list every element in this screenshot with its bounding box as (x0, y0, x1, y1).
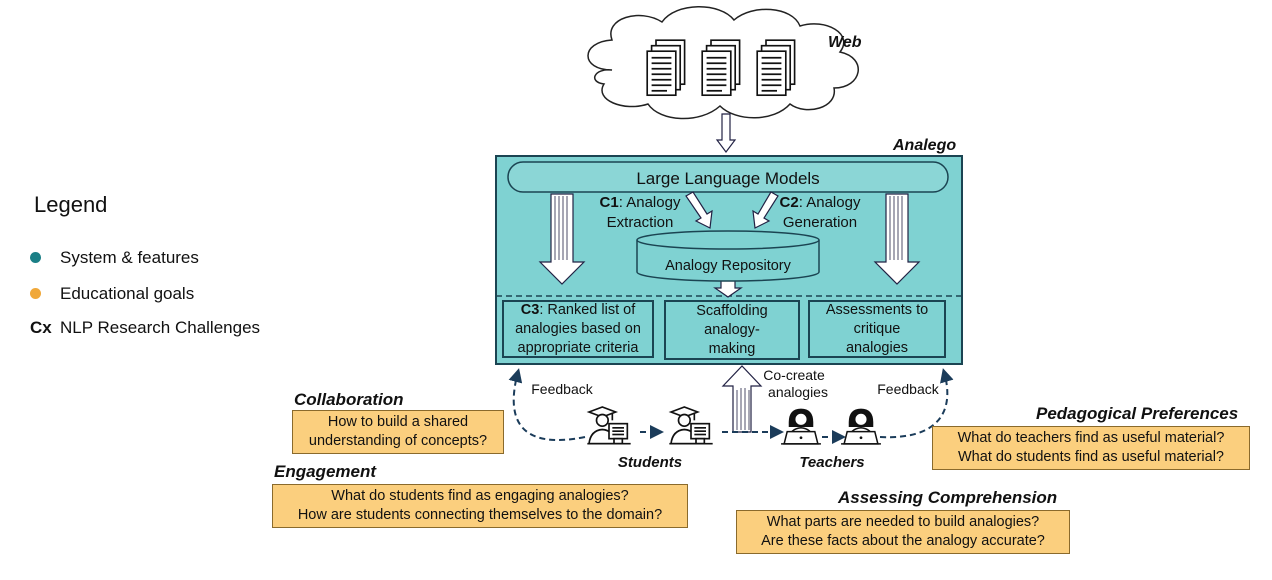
cocreate-line2: analogies (768, 384, 828, 400)
feature-line: appropriate criteria (517, 339, 639, 356)
feedback-left-label: Feedback (531, 381, 593, 397)
feature-box-scaffolding: Scaffolding analogy- making (664, 300, 800, 360)
llm-box (507, 161, 949, 193)
c2-code: C2 (780, 194, 799, 211)
cocreate-line1: Co-create (763, 367, 825, 383)
generation-arrow (752, 191, 779, 229)
legend-item-goals: Educational goals (30, 284, 194, 304)
feature-box-assessments-text: Assessments to critique analogies (826, 301, 928, 358)
database-icon (636, 230, 820, 282)
legend-title: Legend (34, 192, 108, 217)
graduate-student-icon (586, 406, 632, 445)
goal-line: What parts are needed to build analogies… (766, 514, 1040, 530)
web-label: Web (828, 34, 862, 51)
feature-line: making (708, 340, 756, 357)
goal-line: What do teachers find as useful material… (957, 430, 1225, 446)
goal-pedagogical-box: What do teachers find as useful material… (932, 426, 1250, 470)
web-cloud (587, 6, 859, 120)
goal-engagement-box: What do students find as engaging analog… (272, 484, 688, 528)
goal-line: Are these facts about the analogy accura… (761, 533, 1045, 549)
c2-label: C2: Analogy (780, 194, 861, 211)
feedback-loop-right (879, 368, 954, 439)
feature-line: critique (853, 320, 901, 337)
goal-pedagogical-title: Pedagogical Preferences (1036, 404, 1239, 423)
goal-line: What do students find as useful material… (958, 449, 1224, 465)
c1-label: C1: Analogy (600, 194, 681, 211)
c3-code: C3 (520, 301, 540, 318)
goal-assessing-title: Assessing Comprehension (838, 488, 1058, 507)
legend-item-challenges: Cx NLP Research Challenges (30, 318, 260, 338)
graduate-student-icon (668, 406, 714, 445)
document-stack-icon (646, 39, 686, 97)
c1-code: C1 (600, 194, 619, 211)
document-stack-icon (701, 39, 741, 97)
web-to-system-arrow (715, 113, 737, 153)
goal-collaboration-box: How to build a shared understanding of c… (292, 410, 504, 454)
legend-system-dot (30, 252, 41, 263)
legend-challenges-label: NLP Research Challenges (60, 318, 261, 337)
legend-system-label: System & features (60, 248, 199, 267)
goal-collaboration-title: Collaboration (294, 390, 404, 409)
c1-text-line1: : Analogy (619, 194, 681, 211)
students-label: Students (618, 454, 682, 471)
teacher-laptop-icon (840, 407, 882, 445)
feedback-loop-left (508, 368, 586, 442)
feature-line: Assessments to (825, 301, 929, 318)
llm-down-arrow-left (538, 193, 586, 285)
legend-challenges-marker: Cx (30, 318, 52, 337)
extraction-arrow (685, 191, 713, 229)
goal-line: understanding of concepts? (308, 433, 488, 449)
feature-line: analogies (845, 339, 909, 356)
legend-goals-dot (30, 288, 41, 299)
goal-line: How to build a shared (327, 414, 469, 430)
c2-text-line2: Generation (783, 214, 857, 231)
feature-box-scaffolding-text: Scaffolding analogy- making (696, 302, 767, 359)
teacher-laptop-icon (780, 407, 822, 445)
feature-box-ranked-list: C3: Ranked list of analogies based on ap… (502, 300, 654, 358)
document-stack-icon (756, 39, 796, 97)
goal-engagement-title: Engagement (274, 462, 377, 481)
goal-assessing-box: What parts are needed to build analogies… (736, 510, 1070, 554)
c2-text-line1: : Analogy (799, 194, 861, 211)
system-title: Analego (892, 137, 956, 154)
feature-line: analogies based on (515, 320, 641, 337)
c1-text-line2: Extraction (607, 214, 674, 231)
feature-line: : Ranked list of (539, 301, 636, 318)
feature-box-assessments: Assessments to critique analogies (808, 300, 946, 358)
legend-goals-label: Educational goals (60, 284, 195, 303)
goal-line: How are students connecting themselves t… (297, 507, 663, 523)
teachers-label: Teachers (799, 454, 864, 471)
llm-down-arrow-right (873, 193, 921, 285)
repository-label: Analogy Repository (665, 258, 791, 274)
cocreate-up-arrow (721, 365, 763, 433)
goal-line: What do students find as engaging analog… (331, 488, 629, 504)
feature-line: Scaffolding (696, 302, 768, 319)
legend-item-system: System & features (30, 248, 199, 268)
feature-box-ranked-list-text: C3: Ranked list of analogies based on ap… (515, 301, 641, 358)
llm-label: Large Language Models (636, 169, 819, 188)
feature-line: analogy- (704, 321, 760, 338)
feedback-right-label: Feedback (877, 381, 939, 397)
